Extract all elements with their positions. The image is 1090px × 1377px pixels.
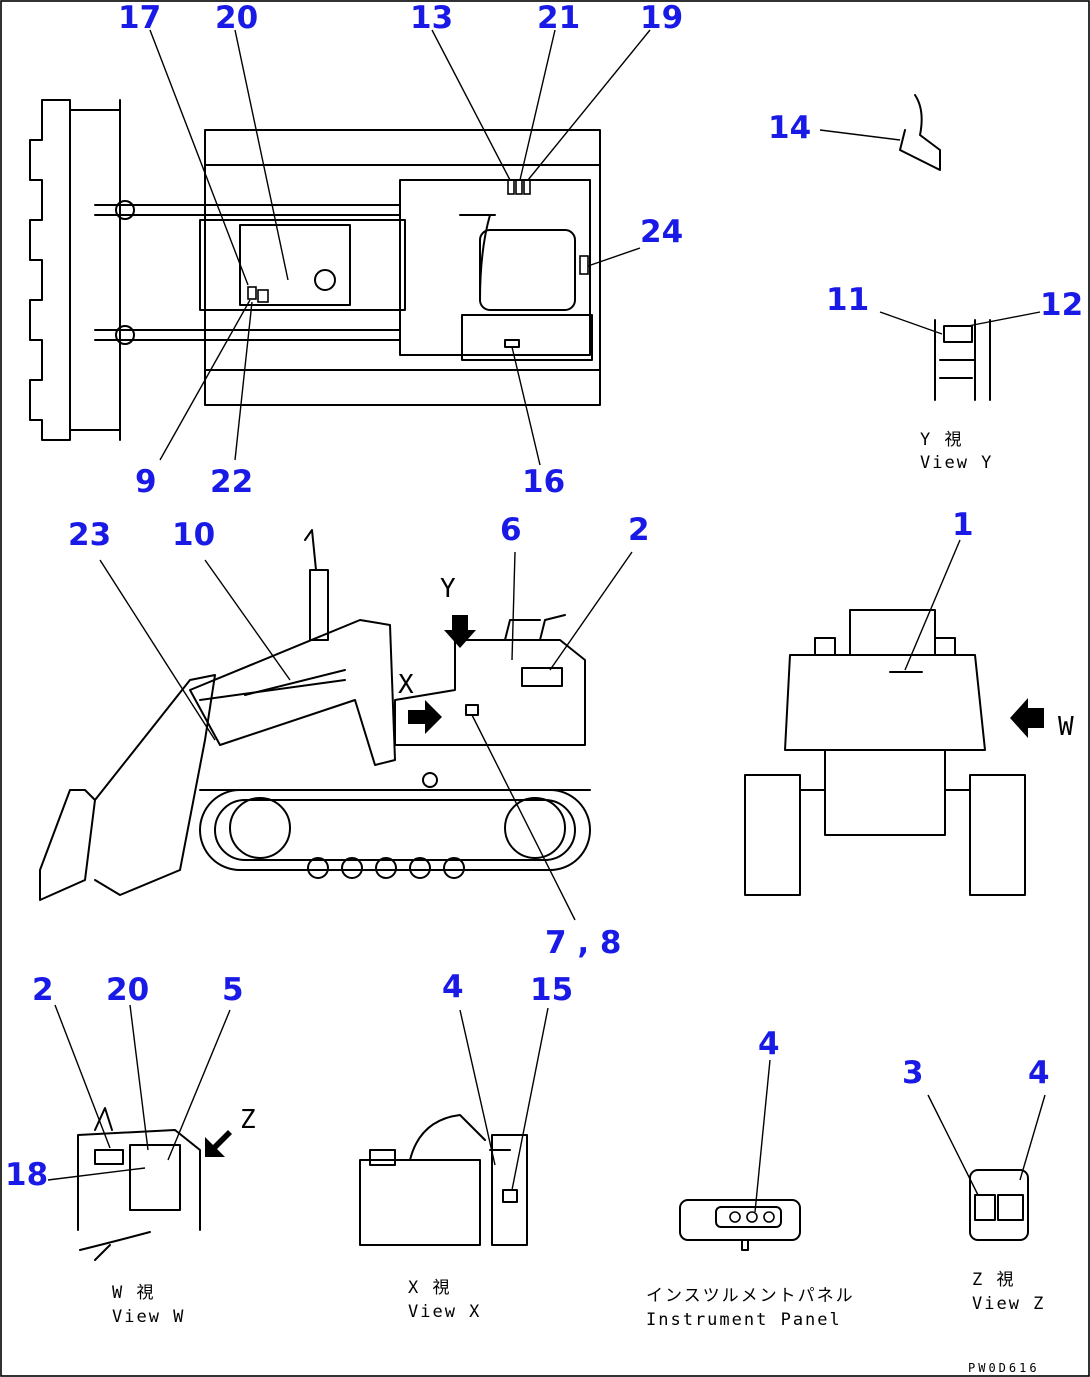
caption-view-x-jp: X 視 [408,1278,451,1298]
callout-2: 2 [32,972,54,1008]
callout-3: 3 [902,1055,924,1091]
rear-view-drawing [744,539,1044,896]
callout-21: 21 [537,0,580,36]
callout-20: 20 [106,972,149,1008]
instrument-panel-drawing [679,1059,801,1251]
callout-16: 16 [522,464,565,500]
top-view-drawing [29,99,601,441]
callout-18: 18 [5,1157,48,1193]
caption-view-w: View W [112,1307,185,1327]
item-14-drawing [819,94,941,171]
callout-4: 4 [442,969,464,1005]
callout-numbers: 17 20 13 21 19 14 24 11 12 9 22 16 23 10… [5,0,1083,1193]
arrow-x [408,700,442,734]
callout-4: 4 [758,1026,780,1062]
callout-20: 20 [215,0,258,36]
arrow-label-y: Y [440,574,456,604]
side-view-leaders [99,551,633,921]
caption-view-z-jp: Z 視 [972,1270,1015,1290]
callout-14: 14 [768,110,811,146]
callout-17: 17 [118,0,161,36]
caption-panel: Instrument Panel [646,1310,842,1330]
callout-9: 9 [135,464,157,500]
arrow-w [1010,698,1044,738]
arrow-label-w: W [1058,712,1074,742]
callout-19: 19 [640,0,683,36]
callout-24: 24 [640,214,683,250]
caption-view-y: View Y [920,453,993,473]
callout-15: 15 [530,972,573,1008]
callout-4: 4 [1028,1055,1050,1091]
callout-12: 12 [1040,287,1083,323]
callout-11: 11 [826,282,869,318]
side-view-drawing [39,529,591,901]
callout-2: 2 [628,512,650,548]
callout-10: 10 [172,517,215,553]
view-x-drawing [359,1007,549,1246]
callout-1: 1 [952,507,974,543]
callout-22: 22 [210,464,253,500]
caption-panel-jp: インスツルメントパネル [646,1286,855,1306]
drawing-id: PW0D616 [968,1361,1040,1375]
arrow-label-x: X [398,670,414,700]
arrow-label-z: Z [240,1105,256,1135]
callout-7-8: 7 , 8 [545,925,622,961]
callout-5: 5 [222,972,244,1008]
callout-6: 6 [500,512,522,548]
view-arrow-letters: Y X W Z [240,574,1074,1135]
view-z-drawing [927,1094,1046,1241]
view-y-drawing [879,311,1041,401]
top-view-leaders [149,29,651,466]
arrow-z [205,1130,232,1157]
callout-13: 13 [410,0,453,36]
callout-23: 23 [68,517,111,553]
caption-view-x: View X [408,1302,481,1322]
caption-view-w-jp: W 視 [112,1283,155,1303]
caption-view-z: View Z [972,1294,1045,1314]
caption-view-y-jp: Y 視 [920,430,963,450]
arrow-y [444,615,476,648]
view-w-drawing [47,1004,232,1261]
view-captions: Y 視 View Y W 視 View W X 視 View X インスツルメン… [112,430,1045,1375]
